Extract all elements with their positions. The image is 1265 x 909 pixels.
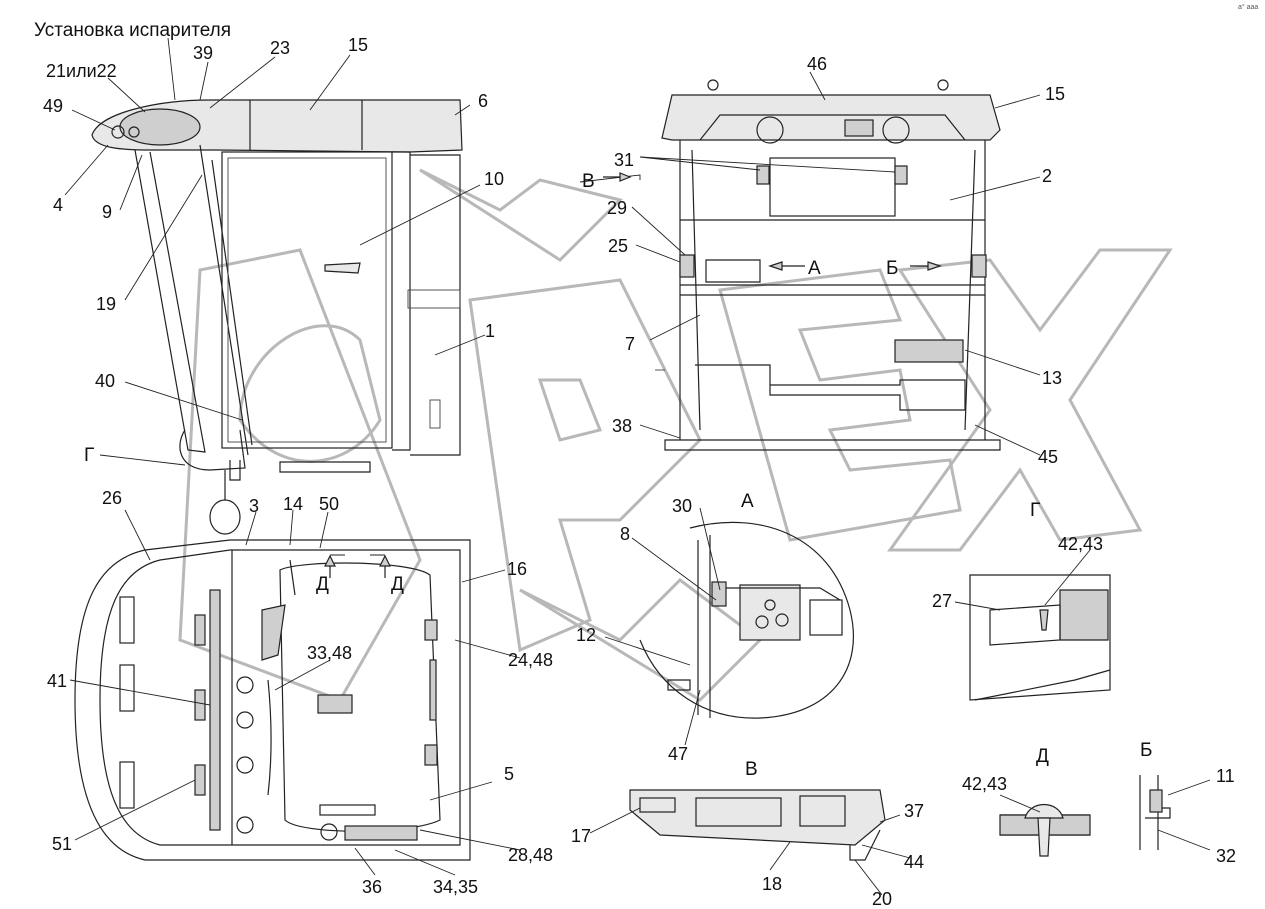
callout-16: 16: [507, 559, 527, 579]
callout-47: 47: [668, 744, 688, 764]
callout-42-43-g: 42,43: [1058, 534, 1103, 554]
callout-23: 23: [270, 38, 290, 58]
callout-29: 29: [607, 198, 627, 218]
callout-21-22: 21или22: [46, 61, 117, 81]
callout-27: 27: [932, 591, 952, 611]
view-title-g: Г: [1030, 500, 1040, 521]
corner-mark: a° aaa: [1238, 3, 1258, 11]
callout-39: 39: [193, 43, 213, 63]
callout-30: 30: [672, 496, 692, 516]
callout-1: 1: [485, 321, 495, 341]
callout-7: 7: [625, 334, 635, 354]
callout-49: 49: [43, 96, 63, 116]
detail-view-b: [1139, 775, 1171, 850]
callout-17: 17: [571, 826, 591, 846]
callout-51: 51: [52, 834, 72, 854]
callout-15-rear: 15: [1045, 84, 1065, 104]
callout-15: 15: [348, 35, 368, 55]
callout-19: 19: [96, 294, 116, 314]
callout-26: 26: [102, 488, 122, 508]
callout-45: 45: [1038, 447, 1058, 467]
callout-38: 38: [612, 416, 632, 436]
callout-41: 41: [47, 671, 67, 691]
callout-6: 6: [478, 91, 488, 111]
view-title-b: Б: [1140, 740, 1152, 761]
callout-14: 14: [283, 494, 303, 514]
detail-view-g: [969, 574, 1111, 701]
callout-18: 18: [762, 874, 782, 894]
section-mark-d-right: Д: [391, 574, 404, 595]
leader-lines: [64, 37, 1211, 896]
view-title-d: Д: [1036, 746, 1049, 767]
callout-28-48: 28,48: [508, 845, 553, 865]
callout-13: 13: [1042, 368, 1062, 388]
callout-31: 31: [614, 150, 634, 170]
callout-33-48: 33,48: [307, 643, 352, 663]
view-title-a: А: [741, 491, 754, 512]
cab-plan-view: [74, 539, 471, 861]
callout-9: 9: [102, 202, 112, 222]
view-title-v: В: [745, 759, 758, 780]
callout-44: 44: [904, 852, 924, 872]
callout-10: 10: [484, 169, 504, 189]
callout-4: 4: [53, 195, 63, 215]
detail-view-d: [999, 804, 1091, 857]
view-label-v-callout: В: [582, 171, 595, 192]
view-label-g-callout: Г: [84, 445, 94, 466]
callout-32: 32: [1216, 846, 1236, 866]
callout-24-48: 24,48: [508, 650, 553, 670]
callout-50: 50: [319, 494, 339, 514]
section-mark-d-left: Д: [316, 574, 329, 595]
cab-side-view: [91, 99, 463, 535]
callout-20: 20: [872, 889, 892, 909]
detail-view-a: [639, 521, 855, 719]
drawing-title: Установка испарителя: [34, 20, 231, 41]
callout-12: 12: [576, 625, 596, 645]
callout-11: 11: [1216, 766, 1235, 786]
callout-40: 40: [95, 371, 115, 391]
view-arrows: [603, 172, 942, 271]
callout-2: 2: [1042, 166, 1052, 186]
detail-view-v: [629, 789, 886, 861]
cab-rear-view: [655, 79, 1001, 451]
callout-46: 46: [807, 54, 827, 74]
callout-34-35: 34,35: [433, 877, 478, 897]
view-label-b-callout: Б: [886, 258, 898, 279]
callout-3: 3: [249, 496, 259, 516]
callout-25: 25: [608, 236, 628, 256]
view-label-a-callout: А: [808, 258, 821, 279]
callout-labels: 21или22 39 23 15 49 6 4 9 10 19 1 40 Г 3…: [43, 35, 1236, 909]
callout-8: 8: [620, 524, 630, 544]
callout-42-43-d: 42,43: [962, 774, 1007, 794]
callout-5: 5: [504, 764, 514, 784]
watermark: [178, 168, 1173, 702]
callout-36: 36: [362, 877, 382, 897]
callout-37: 37: [904, 801, 924, 821]
